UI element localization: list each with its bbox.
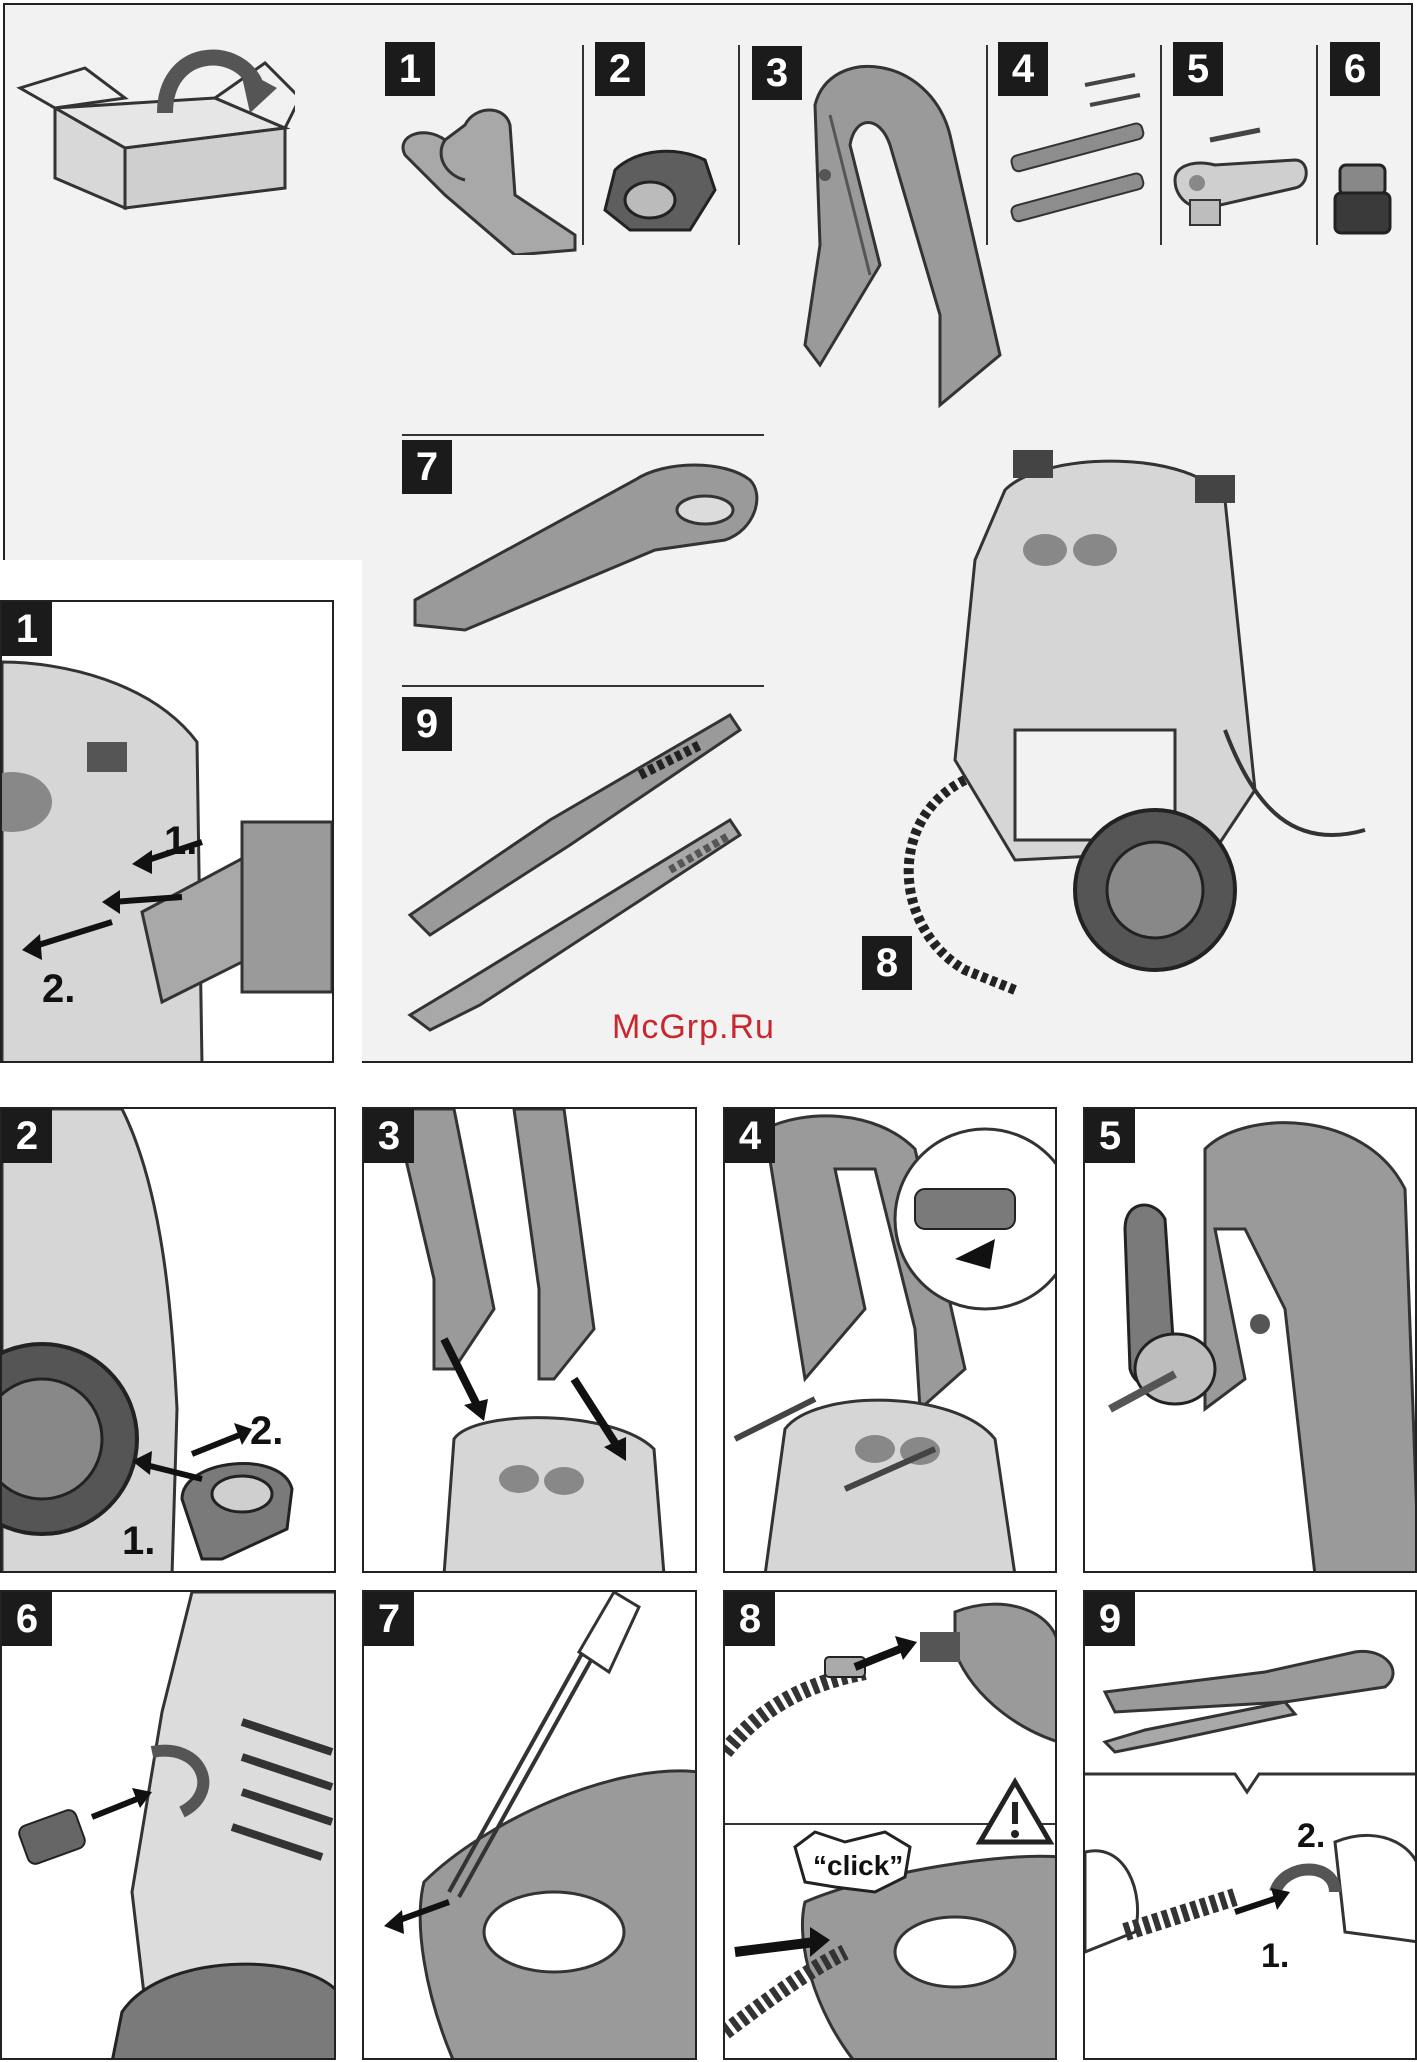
step-9-illustration (1085, 1649, 1415, 1954)
divider (402, 434, 764, 436)
step-2-instruction-second: 2. (250, 1409, 284, 1453)
part-7-spray-gun (413, 463, 759, 632)
part-4-pins-screws (1010, 73, 1145, 223)
step-1-panel: 1 1. 2. (0, 600, 334, 1063)
part-number-9: 9 (402, 697, 452, 751)
step-2-illustration (2, 1109, 294, 1571)
step-6-illustration (18, 1592, 334, 2058)
step-1-illustration (2, 660, 332, 1061)
watermark: McGrp.Ru (612, 1008, 775, 1046)
step-number-4: 4 (725, 1109, 775, 1163)
part-number-6: 6 (1330, 42, 1380, 96)
step-number-3: 3 (364, 1109, 414, 1163)
step-3-illustration (392, 1109, 666, 1571)
step-number-2: 2 (2, 1109, 52, 1163)
part-number-1: 1 (385, 42, 435, 96)
step-number-1: 1 (2, 602, 52, 656)
divider (402, 685, 764, 687)
step-3-panel: 3 (362, 1107, 697, 1573)
part-number-2: 2 (595, 42, 645, 96)
step-9-instruction-first: 1. (1261, 1937, 1290, 1975)
step-2-instruction-first: 1. (122, 1519, 156, 1563)
divider (1316, 45, 1318, 245)
part-6-connector (1333, 163, 1392, 235)
divider (738, 45, 740, 245)
part-number-3: 3 (752, 46, 802, 100)
part-2-holder (603, 149, 717, 232)
step-8-click-text: “click” (813, 1850, 904, 1881)
step-number-7: 7 (364, 1592, 414, 1646)
step-number-5: 5 (1085, 1109, 1135, 1163)
step-8-panel: 8 “click” (723, 1590, 1057, 2060)
step-number-6: 6 (2, 1592, 52, 1646)
divider (582, 45, 584, 245)
step-4-panel: 4 (723, 1107, 1057, 1573)
step-9-instruction-second: 2. (1297, 1817, 1326, 1855)
divider (986, 45, 988, 245)
step-6-panel: 6 (0, 1590, 336, 2060)
step-2-panel: 2 1. 2. (0, 1107, 336, 1573)
divider (1160, 45, 1162, 245)
step-8-illustration (725, 1602, 1055, 2058)
step-7-panel: 7 (362, 1590, 697, 2060)
unpack-box-illustration (16, 49, 295, 211)
step-number-8: 8 (725, 1592, 775, 1646)
part-1-clip (401, 108, 577, 255)
step-7-illustration (384, 1592, 695, 2058)
part-number-7: 7 (402, 440, 452, 494)
part-number-5: 5 (1173, 42, 1223, 96)
step-1-instruction-first: 1. (164, 819, 198, 863)
part-5-hook (1173, 127, 1308, 226)
step-4-illustration (733, 1114, 1055, 1571)
step-1-instruction-second: 2. (42, 967, 76, 1011)
part-9-lances (407, 712, 743, 1032)
part-number-4: 4 (998, 42, 1048, 96)
part-number-8: 8 (862, 936, 912, 990)
part-3-handle (803, 64, 1002, 409)
part-8-pressure-washer (903, 450, 1366, 995)
step-number-9: 9 (1085, 1592, 1135, 1646)
step-9-panel: 9 1. 2. (1083, 1590, 1417, 2060)
step-5-illustration (1108, 1121, 1415, 1571)
step-5-panel: 5 (1083, 1107, 1417, 1573)
